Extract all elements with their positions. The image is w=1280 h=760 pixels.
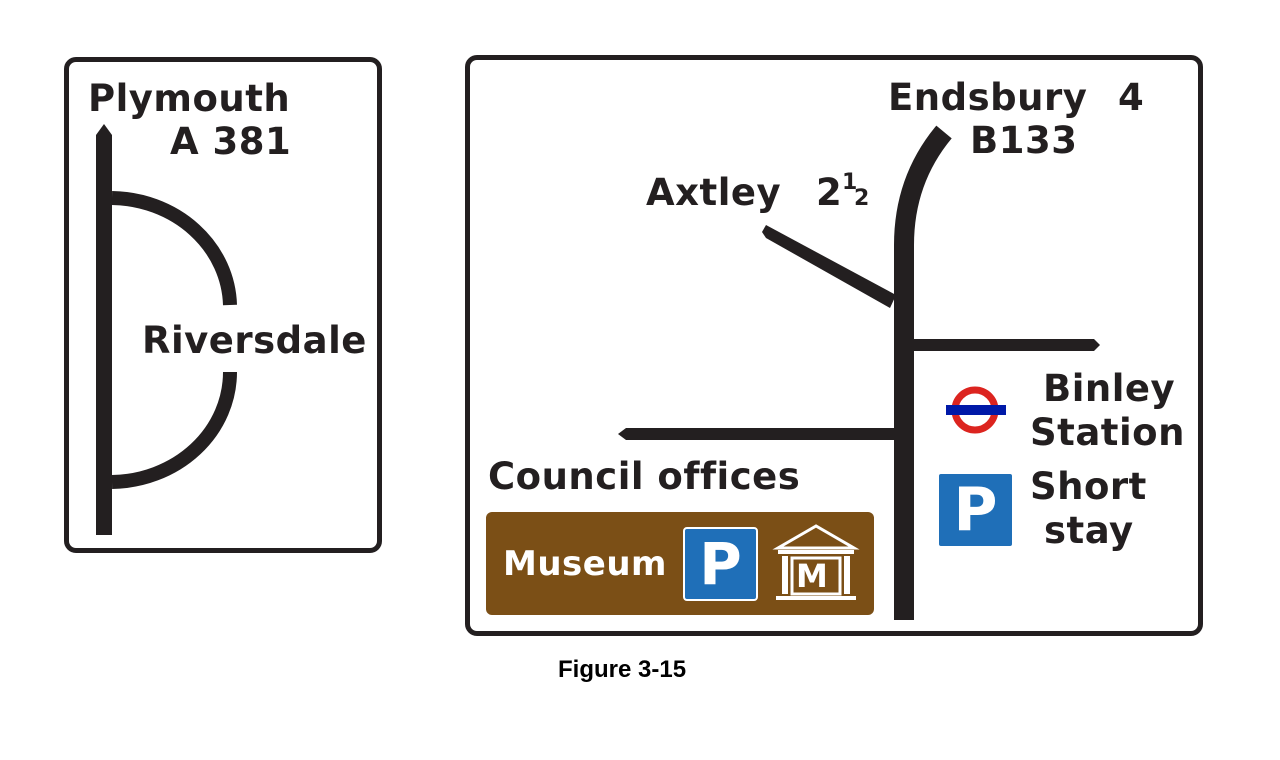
figure-caption: Figure 3-15 xyxy=(558,656,687,683)
stay-label: stay xyxy=(1044,509,1134,552)
a381-route-label: A 381 xyxy=(170,120,292,163)
museum-icon xyxy=(772,524,860,600)
axtley-distance-denominator: 2 xyxy=(854,186,870,211)
museum-icon-letter: M xyxy=(796,557,829,595)
council-branch-arrow xyxy=(618,428,894,440)
plymouth-label: Plymouth xyxy=(88,77,291,120)
binley-label: Binley xyxy=(1043,367,1176,410)
axtley-distance-numerator: 1 xyxy=(842,170,858,195)
right-main-road xyxy=(894,125,952,620)
riversdale-label: Riversdale xyxy=(142,319,367,362)
endsbury-distance: 4 xyxy=(1118,76,1145,119)
axtley-label: Axtley xyxy=(646,171,782,214)
endsbury-label: Endsbury xyxy=(888,76,1088,119)
station-label: Station xyxy=(1030,411,1185,454)
left-main-route-arrow xyxy=(96,124,112,535)
museum-label: Museum xyxy=(503,544,667,584)
axtley-branch-arrow xyxy=(762,225,896,308)
short-stay-parking-icon: P xyxy=(937,472,1014,548)
axtley-distance-whole: 2 xyxy=(816,171,843,214)
council-offices-label: Council offices xyxy=(488,455,801,498)
underground-roundel-icon xyxy=(946,386,1006,434)
binley-branch-arrow xyxy=(914,339,1100,351)
short-label: Short xyxy=(1030,465,1147,508)
museum-parking-icon: P xyxy=(683,527,758,601)
b133-route-label: B133 xyxy=(970,119,1078,162)
left-loop-lower xyxy=(111,371,237,489)
left-loop-upper xyxy=(111,191,237,306)
